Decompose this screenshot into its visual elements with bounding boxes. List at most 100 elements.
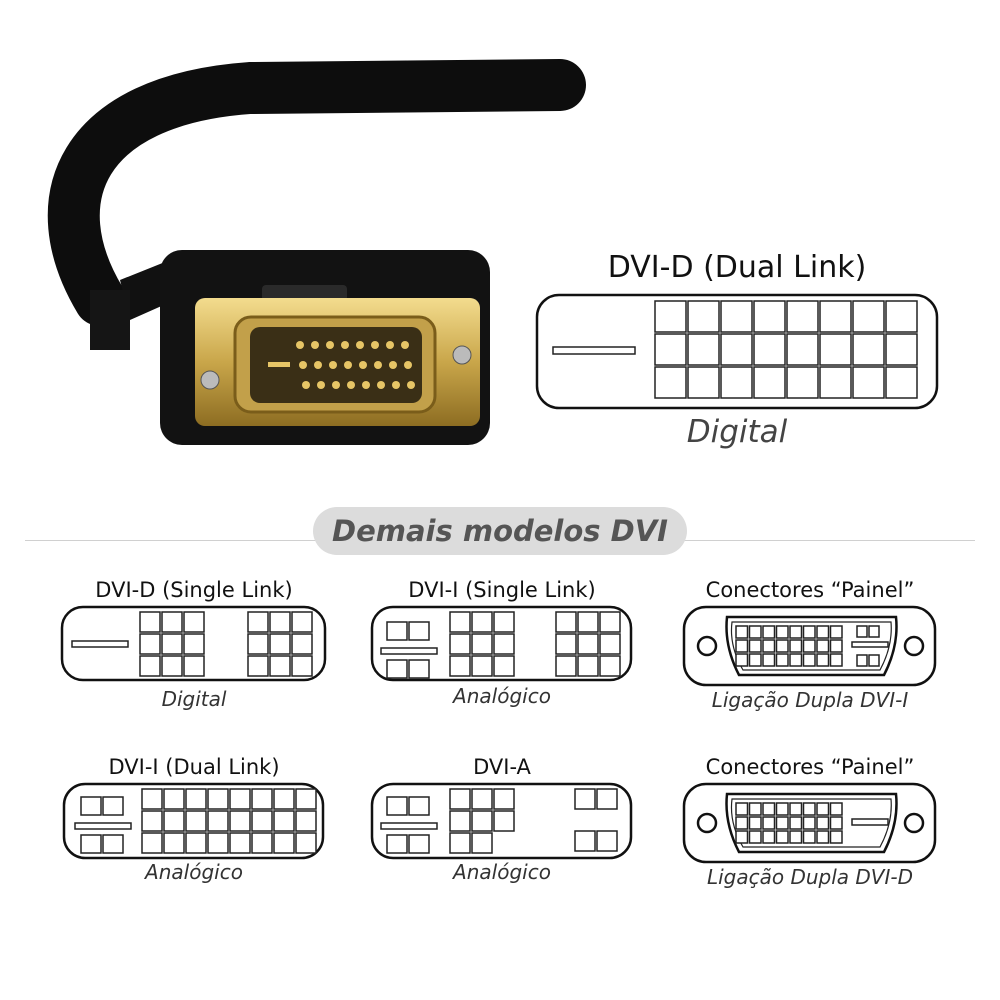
pin-square [471, 832, 493, 854]
pin-square [269, 655, 291, 677]
pin-square [852, 300, 885, 333]
pin-square [102, 834, 124, 854]
model-title: Conectores “Painel” [705, 755, 915, 779]
photo-pin [317, 381, 325, 389]
pin-square [753, 300, 786, 333]
model-title: DVI-D (Single Link) [95, 578, 293, 602]
mount-hole [696, 812, 718, 834]
pin-square [471, 611, 493, 633]
pin-square [885, 366, 918, 399]
mount-hole [696, 635, 718, 657]
pin-square [161, 633, 183, 655]
photo-pin [389, 361, 397, 369]
pin-square [295, 810, 317, 832]
pin-square [555, 611, 577, 633]
photo-pin [386, 341, 394, 349]
cable [47, 59, 586, 326]
pin-square [786, 333, 819, 366]
photo-pin [314, 361, 322, 369]
pin-square [748, 653, 762, 667]
panel-inner-shell [730, 621, 892, 671]
pin-square [493, 633, 515, 655]
photo-flat-pin [268, 362, 290, 367]
pin-square [493, 655, 515, 677]
model-title: Conectores “Painel” [705, 578, 915, 602]
pin-square [596, 788, 618, 810]
pin-square [829, 802, 843, 816]
pin-square [829, 816, 843, 830]
pin-square [829, 625, 843, 639]
flat-pin [380, 822, 438, 830]
pin-square [599, 611, 621, 633]
pin-square [139, 633, 161, 655]
panel-inner-shell [730, 798, 892, 848]
model-label: Analógico [453, 684, 551, 708]
pin-square [687, 333, 720, 366]
pin-square [762, 653, 776, 667]
pin-square [762, 802, 776, 816]
pin-square [816, 625, 830, 639]
pin-square [574, 788, 596, 810]
pin-square [789, 830, 803, 844]
pin-square [408, 834, 430, 854]
photo-pin [341, 341, 349, 349]
pin-square [449, 633, 471, 655]
photo-pin [374, 361, 382, 369]
mount-hole [903, 635, 925, 657]
pin-square [229, 832, 251, 854]
photo-pin [344, 361, 352, 369]
pin-square [775, 816, 789, 830]
main-connector-title: DVI-D (Dual Link) [607, 250, 867, 285]
pin-square [748, 816, 762, 830]
flat-pin [71, 640, 129, 648]
pin-square [207, 810, 229, 832]
photo-pin [392, 381, 400, 389]
pin-square [819, 366, 852, 399]
pin-square [493, 611, 515, 633]
pin-square [720, 366, 753, 399]
photo-pin [326, 341, 334, 349]
pin-square [141, 810, 163, 832]
pin-square [596, 830, 618, 852]
pin-square [735, 653, 749, 667]
photo-pin [362, 381, 370, 389]
pin-square [295, 788, 317, 810]
pin-square [163, 832, 185, 854]
pin-square [386, 834, 408, 854]
pin-square [829, 639, 843, 653]
pin-square [802, 653, 816, 667]
pin-square [161, 655, 183, 677]
photo-pin [302, 381, 310, 389]
pin-square [786, 300, 819, 333]
pin-square [868, 654, 880, 667]
pin-square [748, 830, 762, 844]
thumb-screw-right [452, 345, 472, 365]
photo-pin [347, 381, 355, 389]
pin-square [247, 611, 269, 633]
pin-square [802, 830, 816, 844]
pin-square [748, 625, 762, 639]
pin-square [80, 834, 102, 854]
pin-square [775, 639, 789, 653]
photo-pin [296, 341, 304, 349]
pin-square [802, 639, 816, 653]
pin-square [273, 810, 295, 832]
photo-pin [356, 341, 364, 349]
pin-square [599, 633, 621, 655]
pin-square [775, 653, 789, 667]
pin-square [449, 788, 471, 810]
photo-pin [377, 381, 385, 389]
pin-square [856, 625, 868, 638]
pin-square [802, 625, 816, 639]
pin-square [163, 788, 185, 810]
pin-square [408, 796, 430, 816]
photo-pin [332, 381, 340, 389]
pin-square [802, 802, 816, 816]
pin-square [789, 653, 803, 667]
pin-square [471, 633, 493, 655]
pin-square [789, 639, 803, 653]
pin-square [185, 832, 207, 854]
pin-square [291, 655, 313, 677]
photo-pin [401, 341, 409, 349]
pin-square [207, 832, 229, 854]
